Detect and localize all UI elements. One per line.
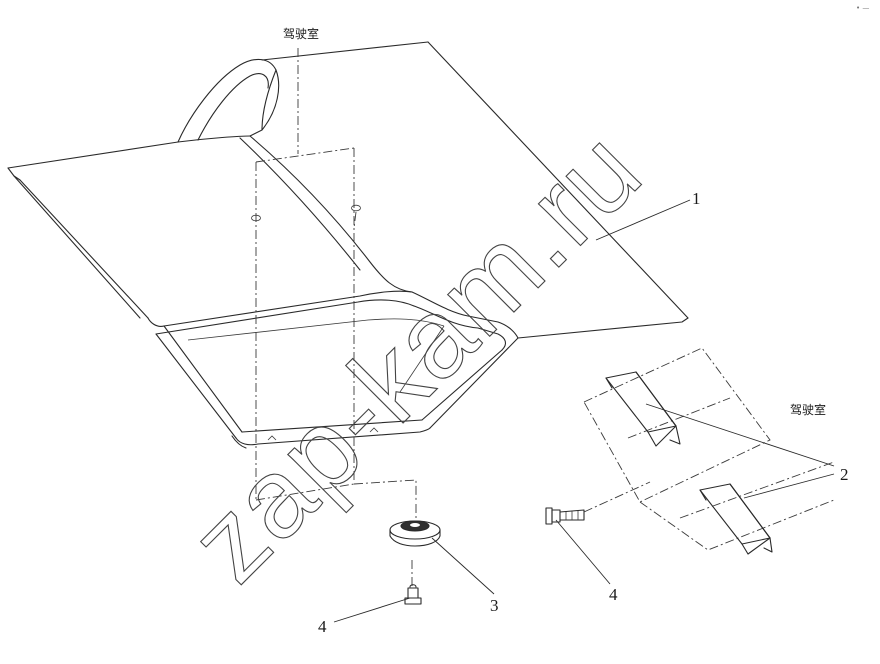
cab-label-right: 驾驶室 xyxy=(790,402,826,417)
callout-2: 2 xyxy=(840,465,849,484)
callout-1: 1 xyxy=(692,189,701,208)
callout-3: 3 xyxy=(490,596,499,615)
bracket-assembly-part-2 xyxy=(583,347,835,555)
grommet-part-3 xyxy=(389,520,441,547)
bolt-part-4-left xyxy=(404,584,422,605)
bolt-part-4-right xyxy=(545,507,585,525)
callout-4-right: 4 xyxy=(609,585,618,604)
centerline-frame xyxy=(255,48,417,586)
corner-mark: • — xyxy=(856,4,869,12)
callout-4-left: 4 xyxy=(318,617,327,636)
cab-label-top: 驾驶室 xyxy=(283,26,319,41)
leader-lines xyxy=(333,199,835,623)
floor-panel xyxy=(7,41,689,449)
